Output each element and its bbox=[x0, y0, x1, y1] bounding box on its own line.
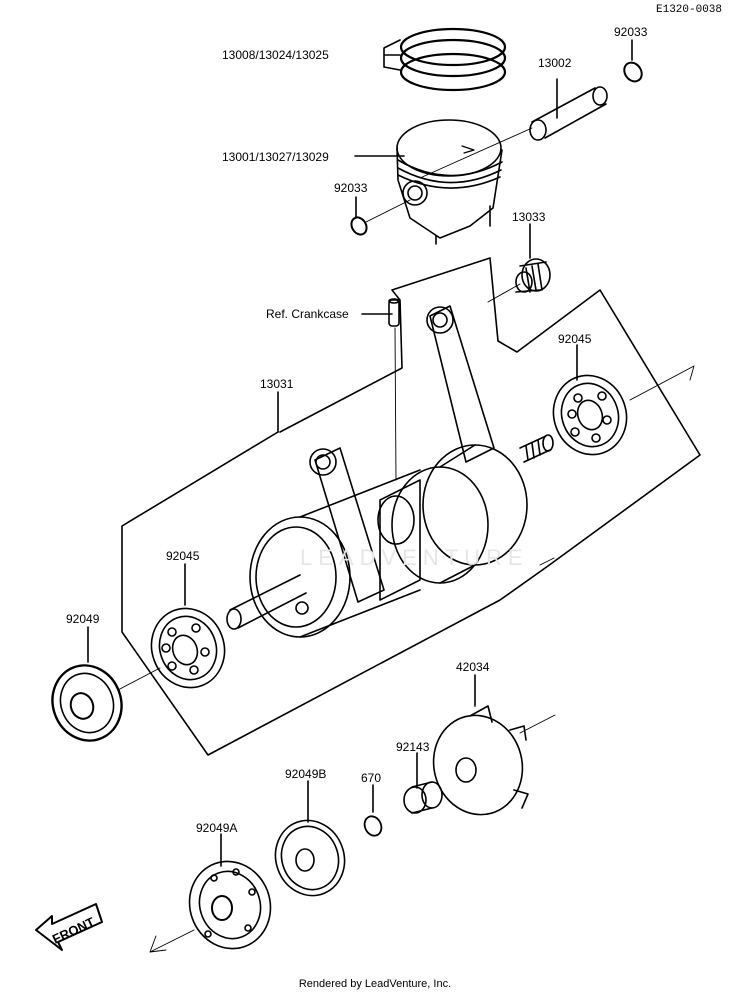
needle-bearing bbox=[515, 258, 551, 293]
label-o-ring: 670 bbox=[361, 771, 382, 785]
o-ring bbox=[363, 815, 383, 837]
label-piston-pin: 13002 bbox=[538, 56, 572, 70]
label-ref-crankcase: Ref. Crankcase bbox=[266, 307, 349, 321]
connecting-rod-upper bbox=[426, 283, 521, 463]
oil-seal-b bbox=[274, 819, 346, 897]
piston bbox=[396, 119, 503, 245]
crankshaft bbox=[226, 434, 554, 638]
label-rotary-valve: 42034 bbox=[456, 660, 490, 674]
collar bbox=[403, 781, 443, 814]
ball-bearing-left bbox=[150, 607, 226, 689]
label-oil-seal-b: 92049B bbox=[285, 767, 327, 781]
label-oil-seal-a: 92049A bbox=[196, 821, 238, 835]
piston-rings bbox=[399, 27, 507, 92]
label-oil-seal-left: 92049 bbox=[66, 612, 100, 626]
connecting-rod-lower bbox=[309, 447, 385, 603]
label-needle-bearing: 13033 bbox=[512, 210, 546, 224]
piston-pin bbox=[529, 86, 608, 141]
snap-ring-mid bbox=[350, 216, 368, 236]
oil-seal-a bbox=[188, 860, 272, 950]
ball-bearing-right bbox=[552, 365, 695, 456]
label-snap-ring-mid: 92033 bbox=[334, 181, 368, 195]
snap-ring-top bbox=[623, 61, 643, 83]
leader-piston-ring bbox=[383, 39, 401, 71]
front-label: FRONT bbox=[50, 914, 97, 947]
label-piston: 13001/13027/13029 bbox=[222, 150, 329, 164]
label-crankshaft: 13031 bbox=[260, 377, 294, 391]
label-piston-ring: 13008/13024/13025 bbox=[222, 48, 329, 62]
label-collar: 92143 bbox=[396, 740, 430, 754]
label-ball-bearing-right: 92045 bbox=[558, 332, 592, 346]
oil-seal-left bbox=[51, 664, 123, 742]
rotary-valve bbox=[432, 705, 529, 816]
label-snap-ring-top: 92033 bbox=[614, 25, 648, 39]
footer-credit: Rendered by LeadVenture, Inc. bbox=[298, 978, 452, 990]
diagram-code: E1320-0038 bbox=[656, 4, 723, 16]
front-arrow bbox=[35, 903, 103, 951]
watermark: LEADVENTURE bbox=[300, 545, 529, 570]
label-ball-bearing-left: 92045 bbox=[166, 549, 200, 563]
dowel-pin bbox=[388, 298, 400, 481]
